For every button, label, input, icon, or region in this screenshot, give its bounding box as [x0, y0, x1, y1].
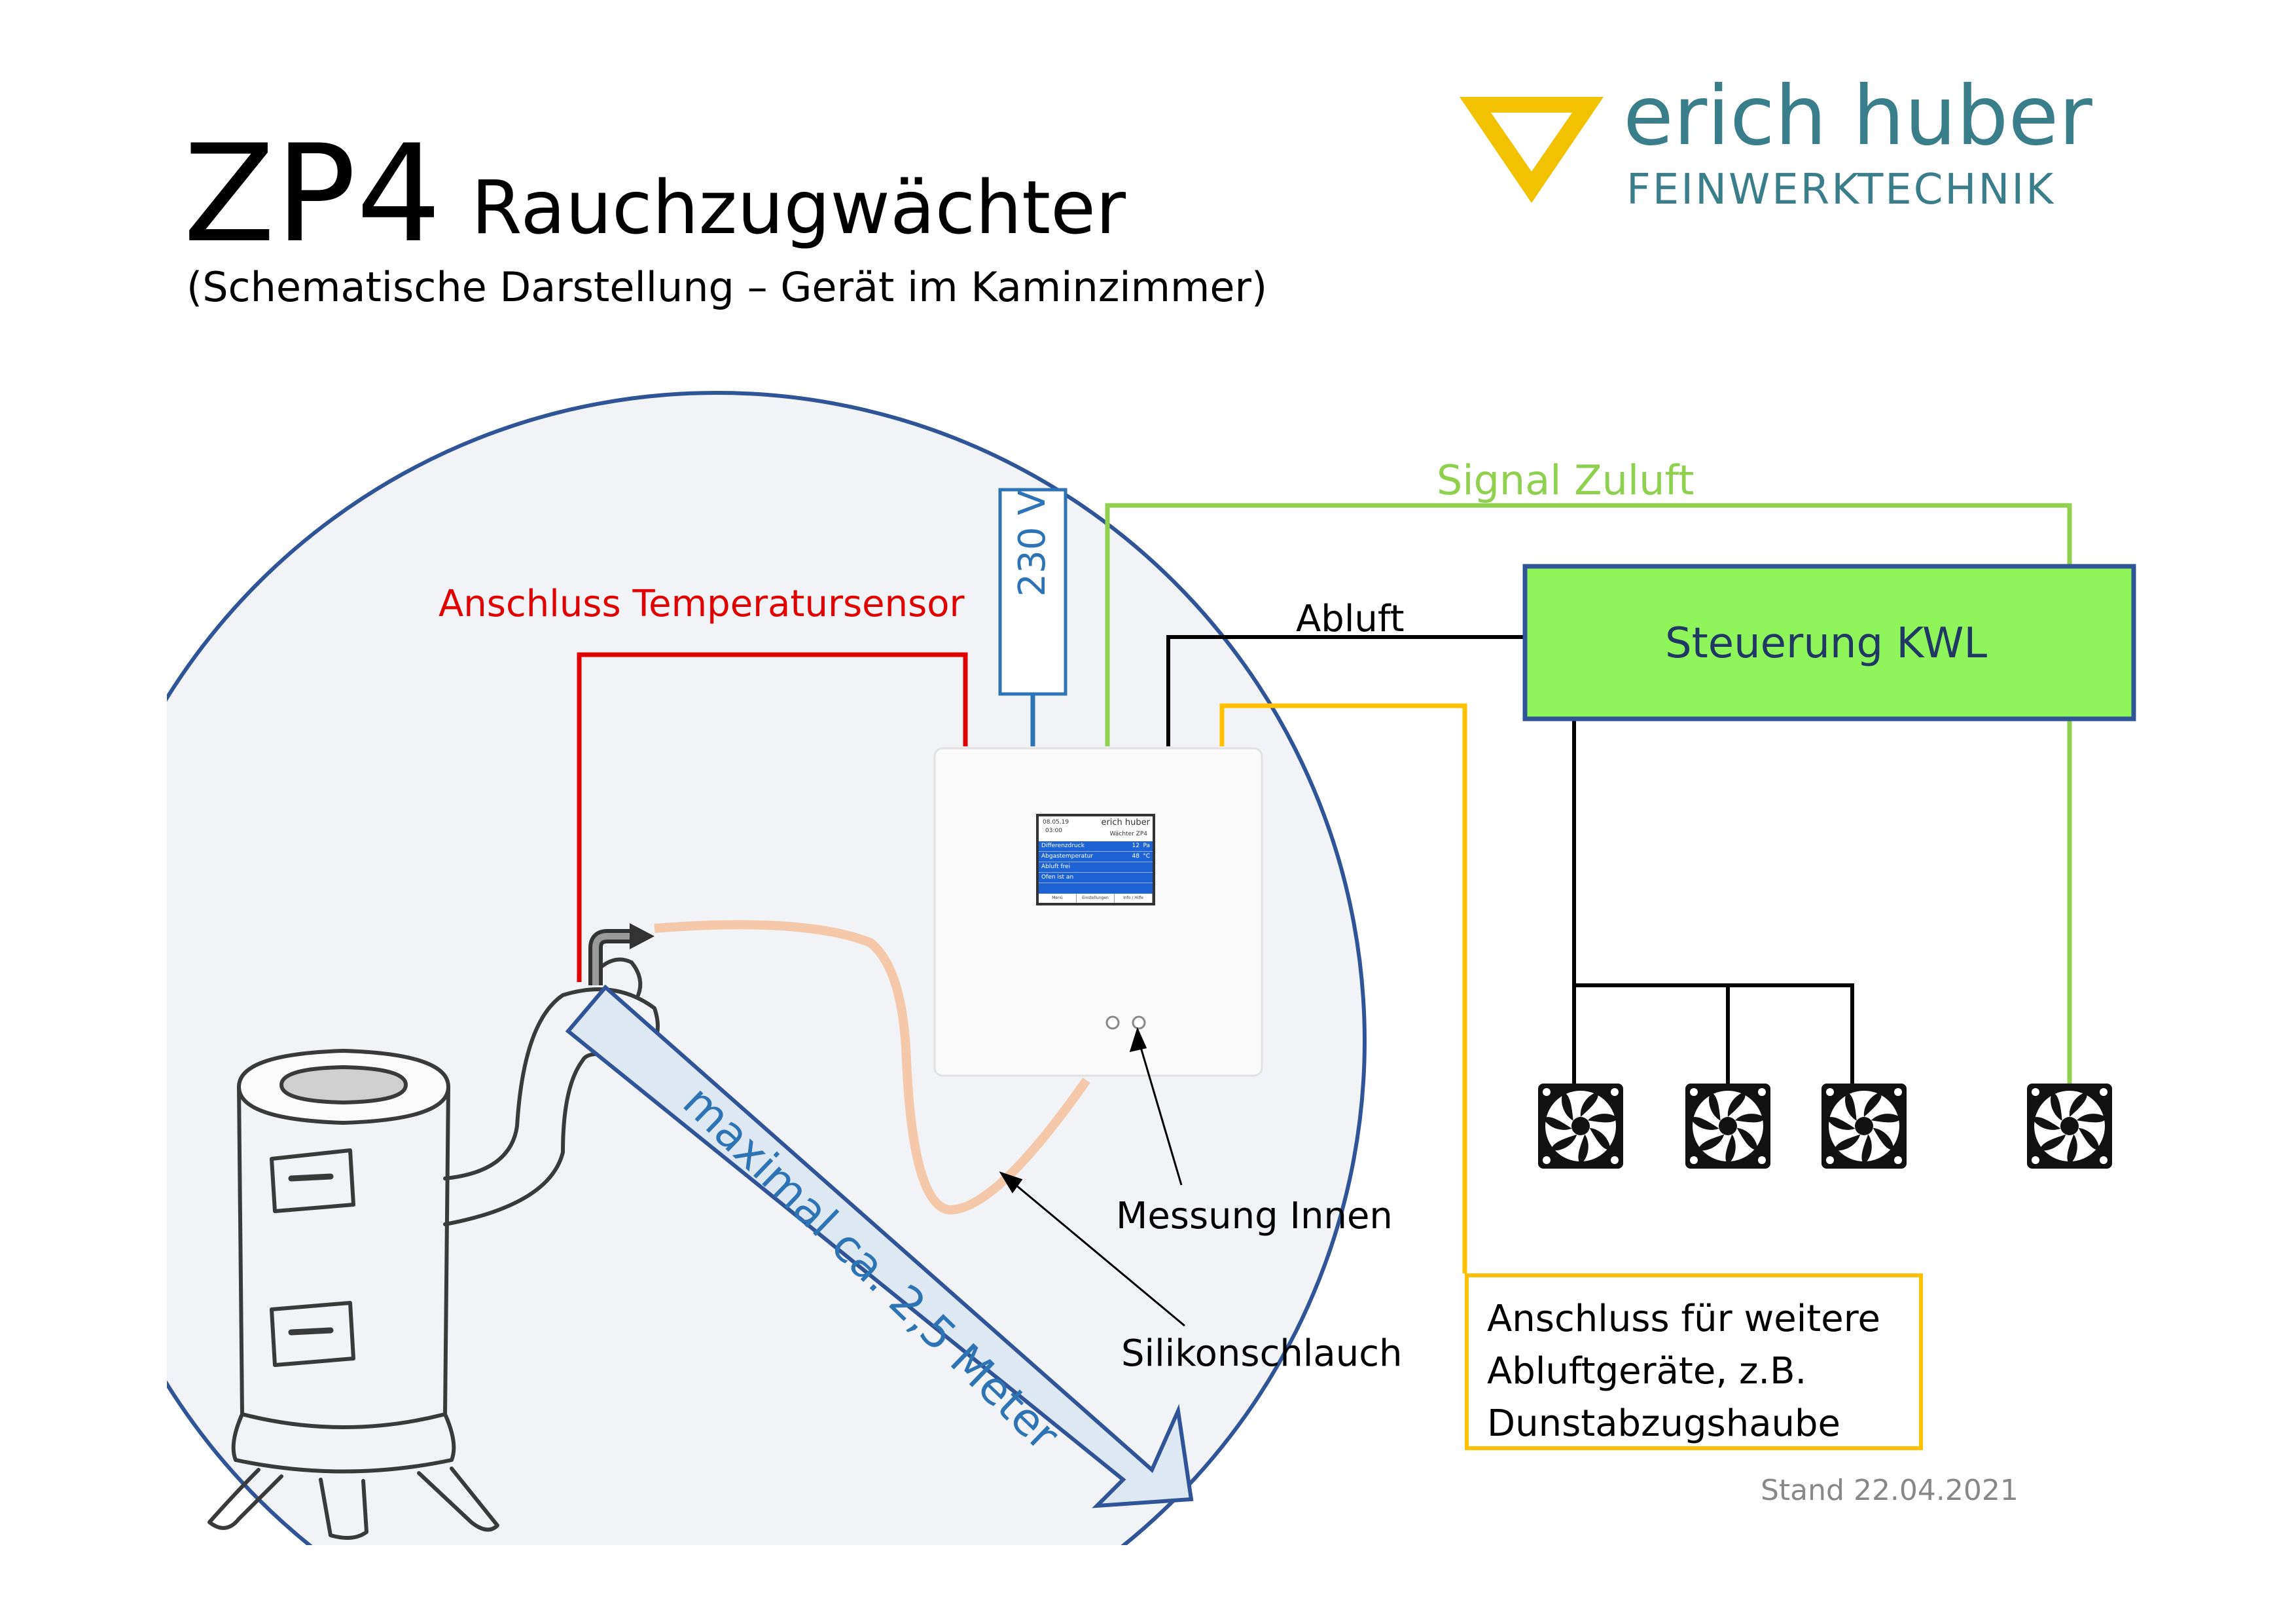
pointer-arrows: [999, 1027, 1185, 1327]
screen-model: Wächter ZP4: [1109, 831, 1147, 837]
fan-icon: [1685, 1084, 1770, 1169]
signal-label: Signal Zuluft: [1437, 456, 1695, 504]
screen-buttons: Menü Einstellungen Info / Hilfe: [1039, 894, 1153, 903]
silicone-hose: [654, 920, 1090, 1215]
stand-date: Stand 22.04.2021: [1761, 1474, 2018, 1507]
measurement-label: Messung Innen: [1116, 1195, 1393, 1237]
screen-header: 08.05.19 03:00 erich huber Wächter ZP4: [1039, 816, 1153, 841]
temperature-label: Anschluss Temperatursensor: [439, 583, 965, 625]
screen-row-label: Abgastemperatur: [1041, 853, 1094, 860]
screen-row-label: Ofen ist an: [1041, 874, 1074, 881]
screen-row-unit: °C: [1143, 853, 1150, 860]
screen-brand: erich huber: [1101, 818, 1150, 828]
screen-row-value: 48: [1132, 853, 1139, 860]
screen-button: Einstellungen: [1077, 894, 1115, 903]
abluft-label: Abluft: [1296, 598, 1405, 640]
control-box: [1522, 564, 2136, 721]
title-sub: Rauchzugwächter: [471, 166, 1126, 251]
info-line: Abluftgeräte, z.B.: [1487, 1350, 1807, 1393]
triangle-logo-icon: [1460, 97, 1604, 203]
hose-label: Silikonschlauch: [1121, 1332, 1403, 1375]
control-label: Steuerung KWL: [1664, 619, 1988, 668]
device-screen: 08.05.19 03:00 erich huber Wächter ZP4 D…: [1036, 814, 1155, 905]
abluft-line: [1166, 635, 1525, 746]
voltage-box: [998, 488, 1067, 696]
fan-icon: [2027, 1084, 2112, 1169]
screen-row-unit: Pa: [1143, 843, 1150, 849]
screen-row: Differenzdruck 12 Pa: [1039, 841, 1153, 852]
info-line: Dunstabzugshaube: [1487, 1402, 1841, 1445]
screen-date: 08.05.19: [1043, 819, 1069, 826]
extra-line: [1219, 703, 1467, 1273]
logo-name: erich huber: [1623, 69, 2092, 164]
stove-icon: [207, 957, 660, 1540]
screen-row: Abgastemperatur 48 °C: [1039, 852, 1153, 862]
voltage-label: 230 V: [1011, 490, 1054, 597]
title-main: ZP4: [183, 117, 442, 272]
info-box: Anschluss für weitere Abluftgeräte, z.B.…: [1465, 1273, 1923, 1450]
fan-icon: [1538, 1084, 1623, 1169]
temperature-line: [577, 652, 968, 982]
device-zp4: [933, 747, 1263, 1077]
subtitle: (Schematische Darstellung – Gerät im Kam…: [187, 263, 1268, 311]
screen-row-label: Abluft frei: [1041, 864, 1071, 870]
arrow-icon: [565, 984, 1194, 1508]
fan-wiring: [1572, 719, 1854, 1084]
screen-time: 03:00: [1045, 828, 1062, 834]
screen-row: Ofen ist an: [1039, 873, 1153, 883]
screen-row-value: 12: [1132, 843, 1139, 849]
signal-line: [1105, 503, 2072, 746]
screen-row: Abluft frei: [1039, 862, 1153, 873]
screen-row-label: Differenzdruck: [1041, 843, 1085, 849]
info-line: Anschluss für weitere: [1487, 1298, 1880, 1340]
logo-sub: FEINWERKTECHNIK: [1626, 166, 2056, 214]
screen-button: Menü: [1039, 894, 1077, 903]
fan-icon: [1821, 1084, 1907, 1169]
screen-button: Info / Hilfe: [1115, 894, 1153, 903]
